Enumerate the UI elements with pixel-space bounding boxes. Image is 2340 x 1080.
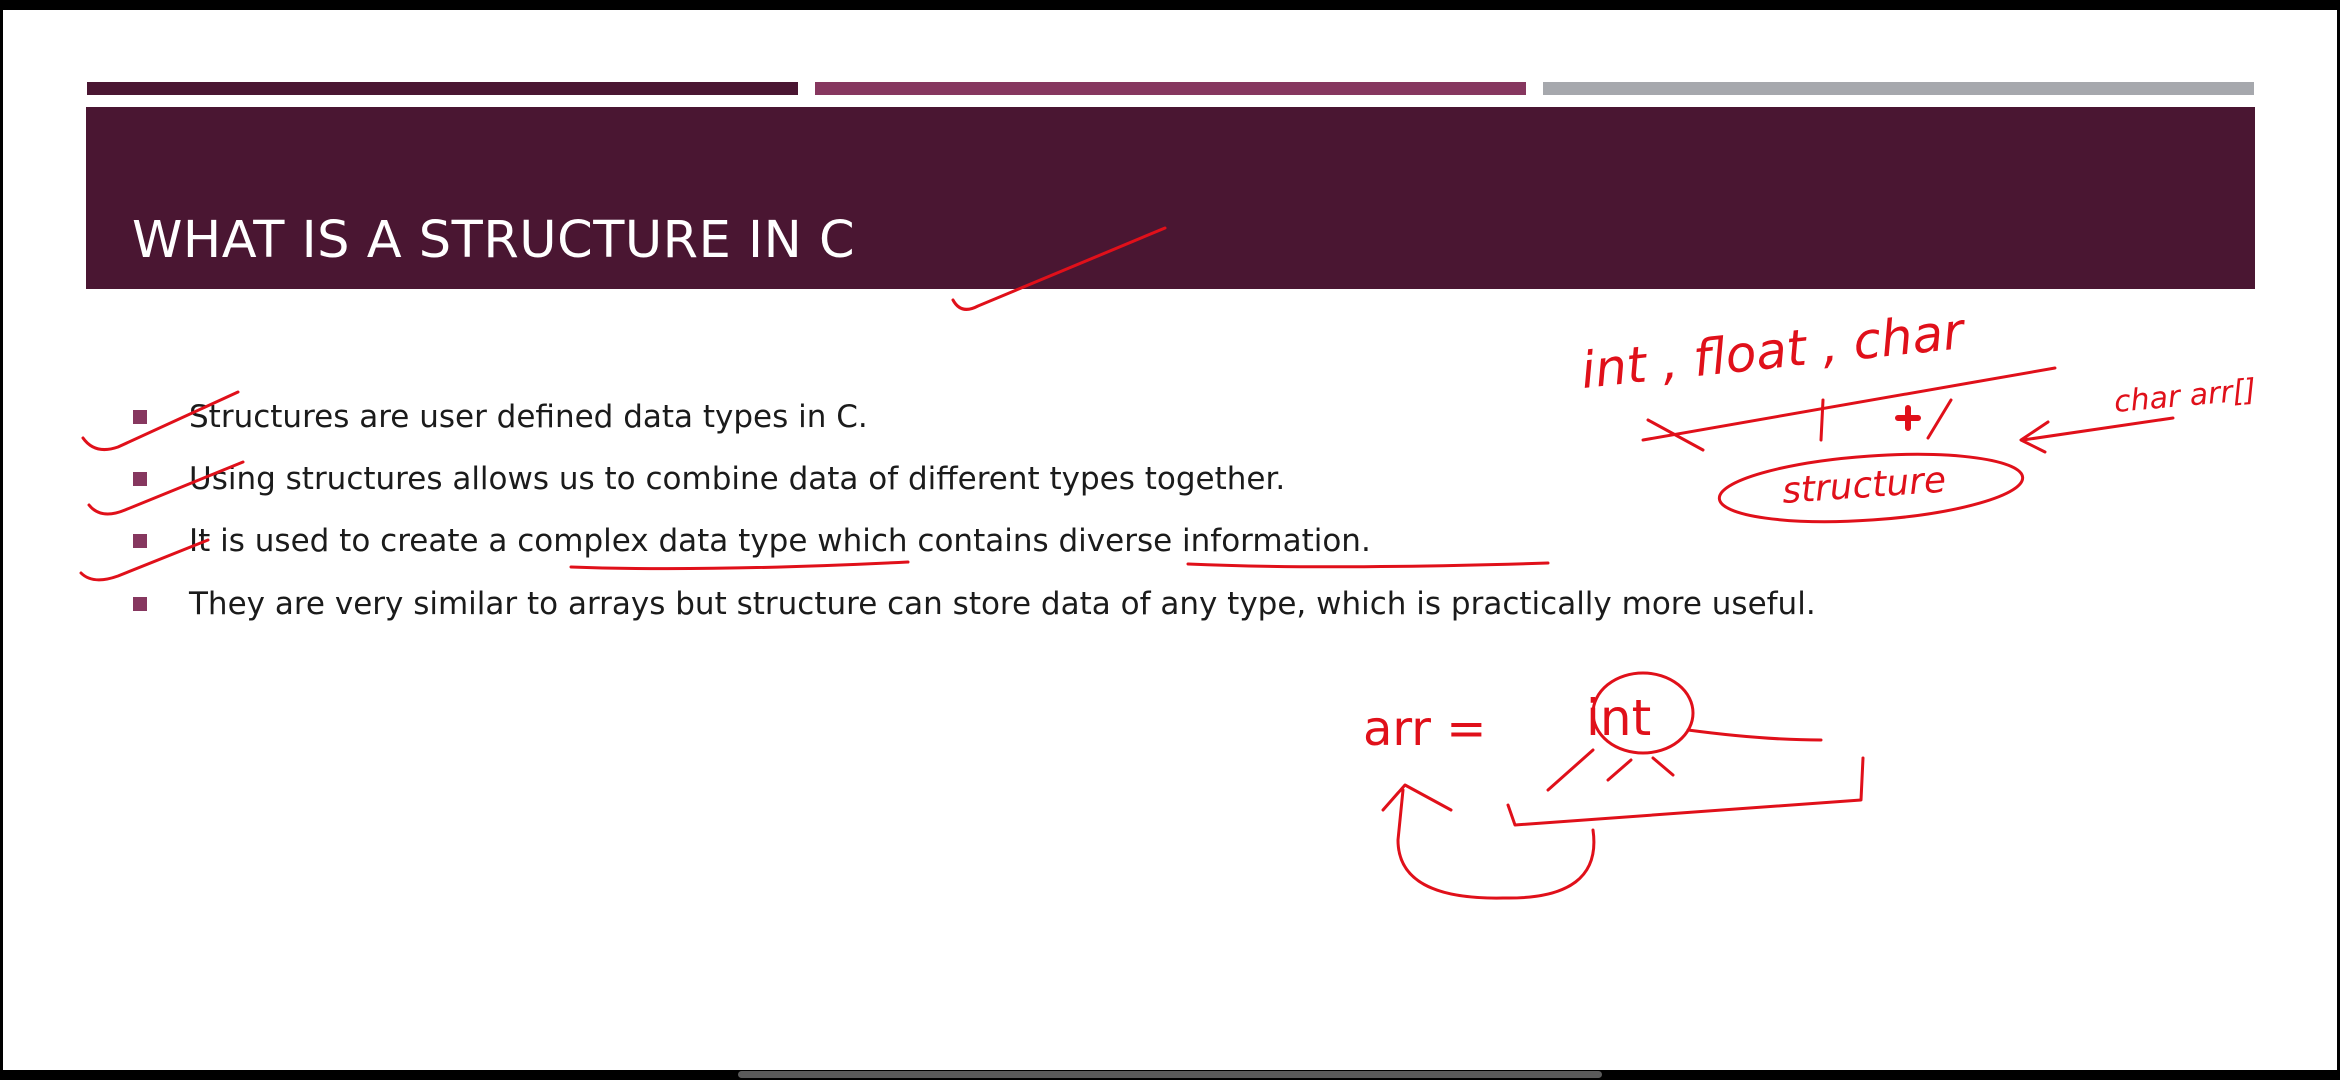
square-bullet-icon xyxy=(133,472,147,486)
bullet-item: They are very similar to arrays but stru… xyxy=(133,584,1816,624)
accent-bar-dark xyxy=(87,82,798,95)
horizontal-scrollbar[interactable] xyxy=(738,1071,1602,1078)
slide: WHAT IS A STRUCTURE IN C Structures are … xyxy=(3,10,2337,1070)
square-bullet-icon xyxy=(133,597,147,611)
square-bullet-icon xyxy=(133,410,147,424)
bullet-text: They are very similar to arrays but stru… xyxy=(189,586,1816,622)
title-band: WHAT IS A STRUCTURE IN C xyxy=(86,107,2255,289)
bullet-item: Structures are user defined data types i… xyxy=(133,397,868,437)
bullet-item: It is used to create a complex data type… xyxy=(133,521,1371,561)
bullet-text: Structures are user defined data types i… xyxy=(189,399,868,435)
accent-bar-gray xyxy=(1543,82,2254,95)
bullet-item: Using structures allows us to combine da… xyxy=(133,459,1285,499)
bullet-list: Structures are user defined data types i… xyxy=(3,10,2337,1070)
bullet-text: It is used to create a complex data type… xyxy=(189,523,1371,559)
bullet-text: Using structures allows us to combine da… xyxy=(189,461,1286,497)
accent-bar-magenta xyxy=(815,82,1526,95)
square-bullet-icon xyxy=(133,534,147,548)
slide-title: WHAT IS A STRUCTURE IN C xyxy=(132,211,856,270)
